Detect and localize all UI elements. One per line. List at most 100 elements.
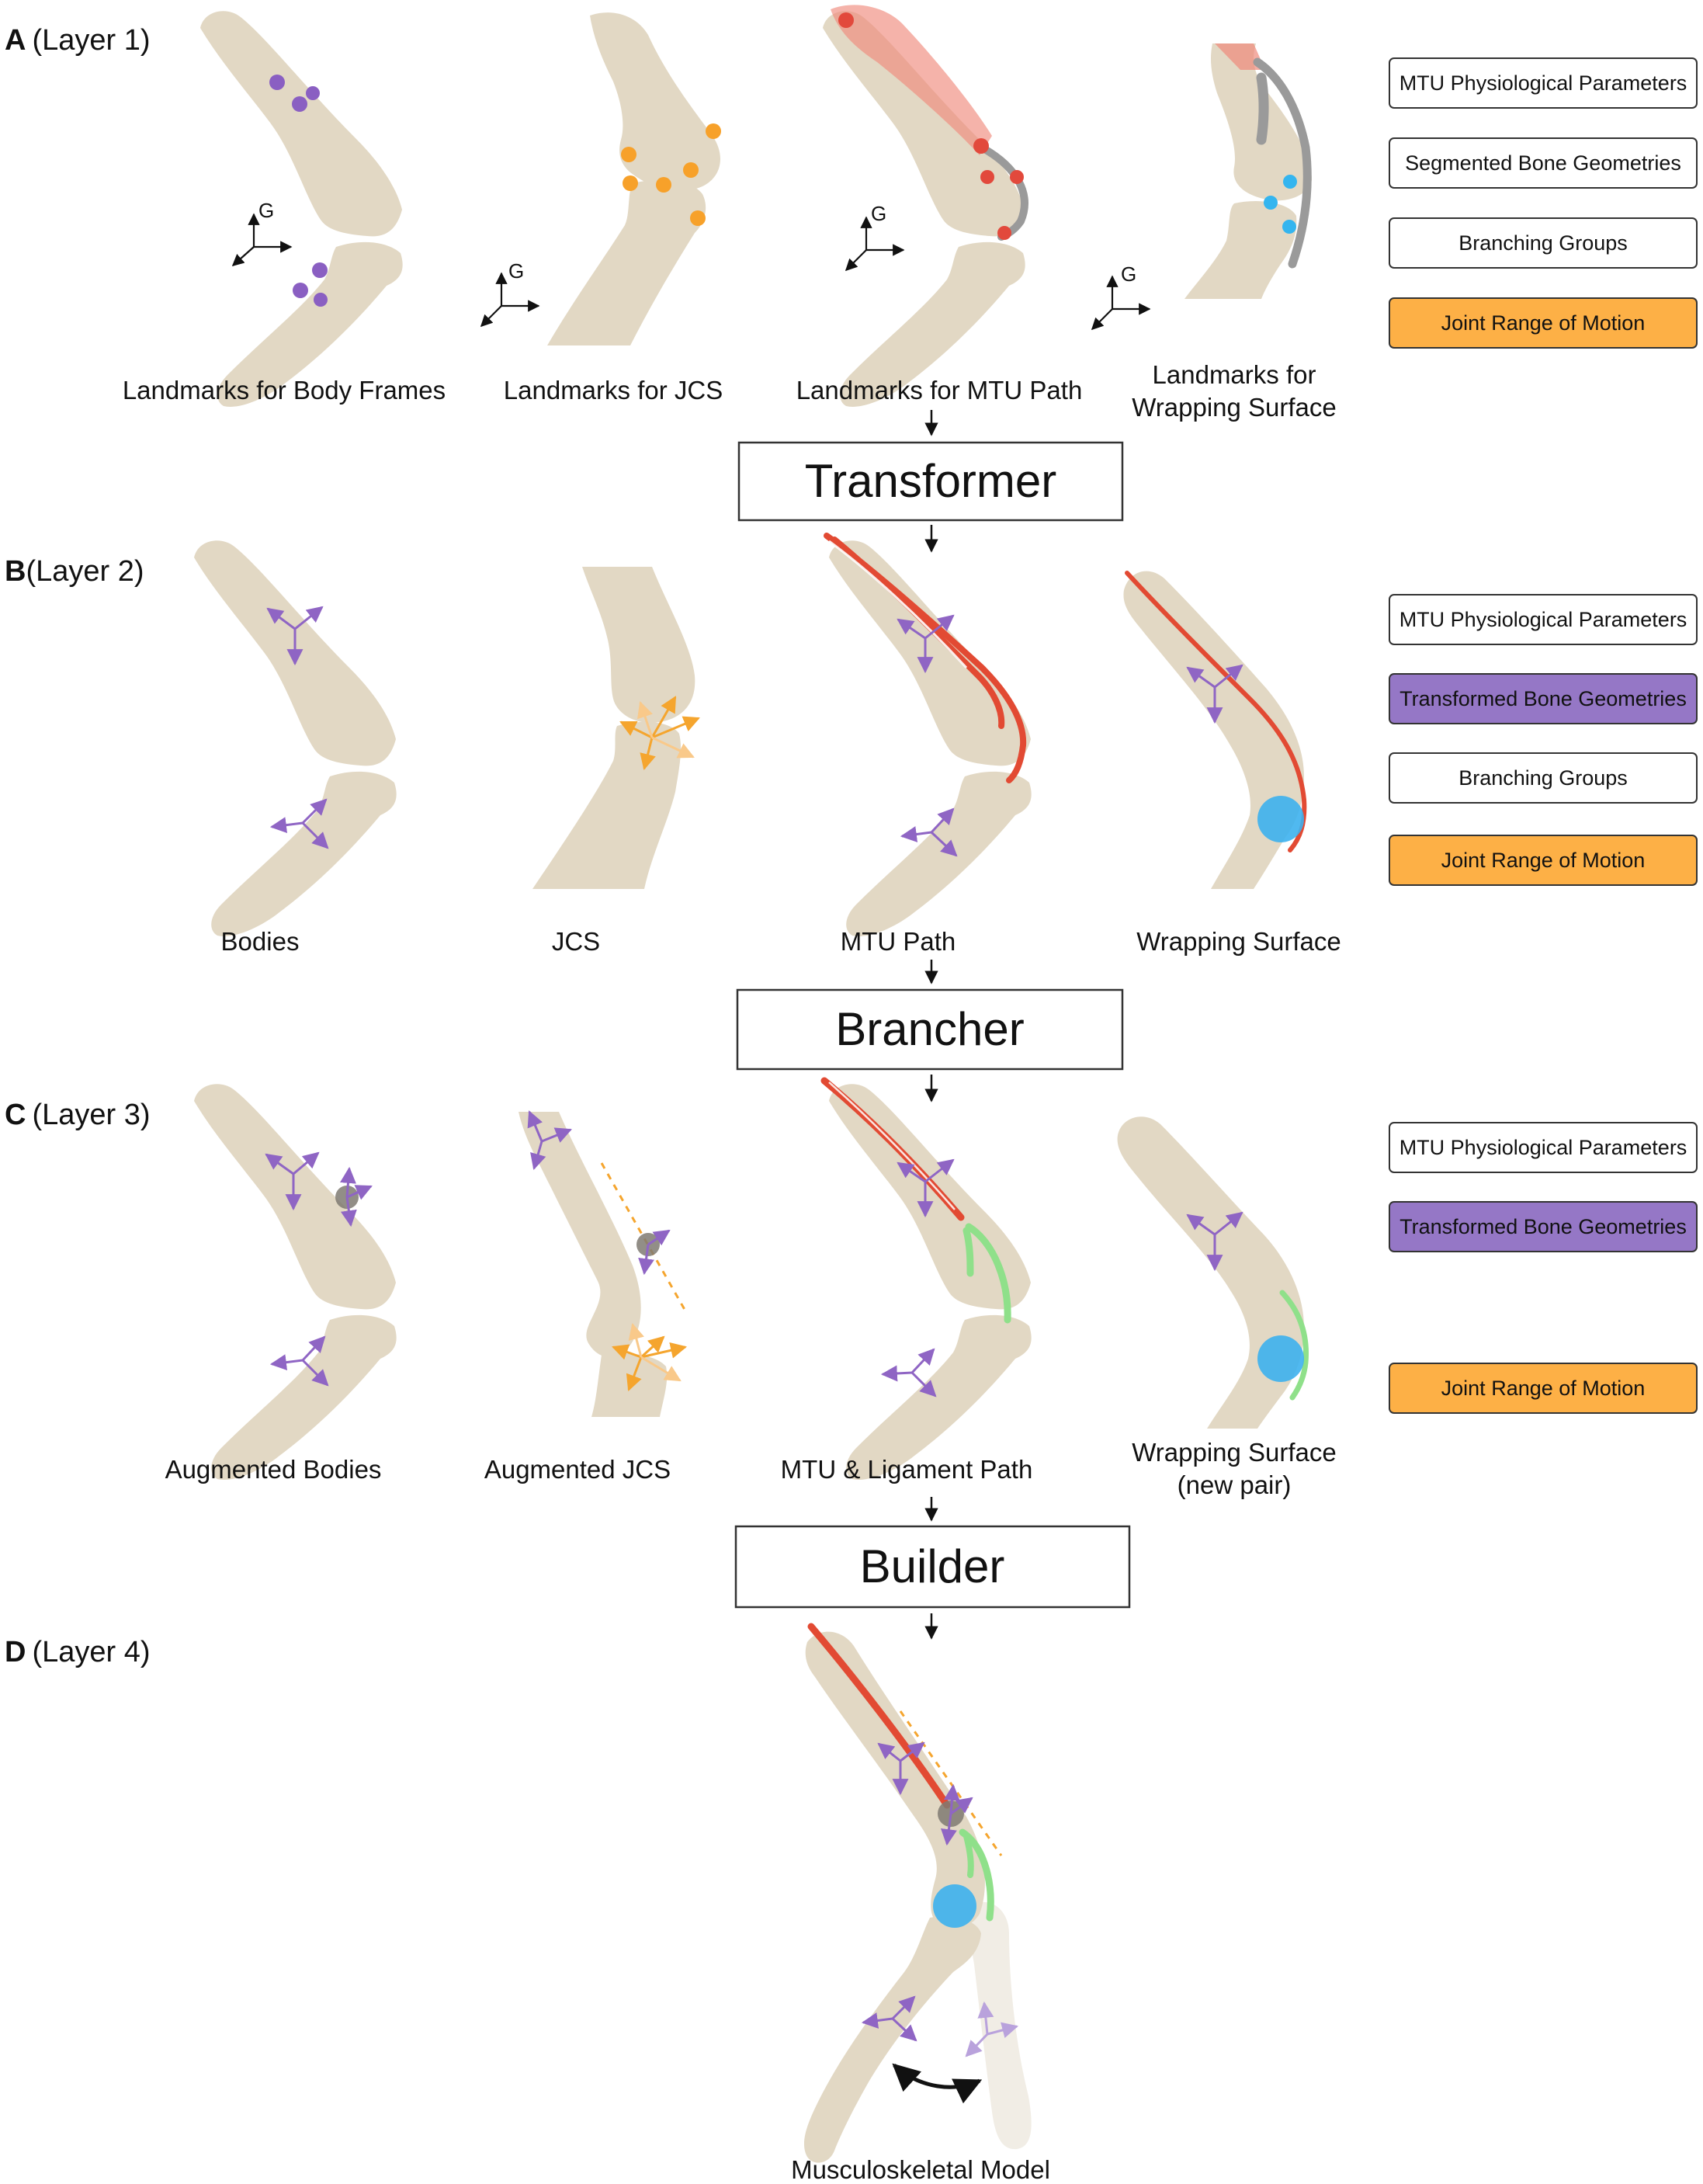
a3-illustration: G bbox=[823, 5, 1028, 407]
landmark-dot bbox=[706, 123, 721, 139]
landmark-dot bbox=[292, 96, 307, 112]
layer-label-a: A(Layer 1) bbox=[5, 24, 151, 57]
c2-illustration bbox=[519, 1110, 688, 1417]
input-box bbox=[1389, 217, 1698, 269]
stage-label: Transformer bbox=[805, 455, 1057, 507]
c3-illustration bbox=[820, 1077, 1032, 1480]
input-box-label: Joint Range of Motion bbox=[1441, 311, 1646, 335]
caption-c3: MTU & Ligament Path bbox=[781, 1455, 1033, 1484]
caption-b4: Wrapping Surface bbox=[1136, 927, 1341, 956]
wrap-path bbox=[1253, 57, 1312, 269]
input-box-label: Joint Range of Motion bbox=[1441, 849, 1646, 872]
landmark-dot bbox=[1282, 220, 1296, 234]
mtu-highlight bbox=[828, 1082, 956, 1210]
input-box bbox=[1389, 137, 1698, 189]
input-box bbox=[1389, 835, 1698, 886]
joint-axis-dashed bbox=[899, 1710, 1003, 1856]
body-frame-icon bbox=[900, 807, 958, 857]
landmark-dot bbox=[623, 175, 638, 191]
wrap-cylinder bbox=[933, 1884, 976, 1928]
stage-box bbox=[737, 441, 1124, 522]
caption-c2: Augmented JCS bbox=[484, 1455, 671, 1484]
landmark-dot bbox=[838, 12, 854, 28]
b3-illustration bbox=[824, 533, 1032, 936]
stage-box bbox=[736, 988, 1124, 1071]
body-frame-icon bbox=[265, 1151, 320, 1211]
layer-name: (Layer 2) bbox=[26, 555, 144, 588]
input-box-label: Transformed Bone Geometries bbox=[1400, 687, 1687, 710]
joint-axis-dashed bbox=[600, 1162, 688, 1314]
range-of-motion-arrow bbox=[892, 2063, 983, 2104]
body-frame-icon bbox=[527, 1110, 572, 1171]
input-box bbox=[1389, 1363, 1698, 1414]
landmark-dot bbox=[621, 147, 636, 162]
wrap-cylinder bbox=[1257, 796, 1304, 842]
a2-illustration: G bbox=[480, 12, 721, 345]
input-box bbox=[1389, 1201, 1698, 1252]
landmark-dot bbox=[973, 138, 989, 154]
axis-label: G bbox=[508, 259, 524, 283]
landmark-dot bbox=[293, 283, 308, 298]
caption-a3: Landmarks for MTU Path bbox=[796, 376, 1083, 405]
caption-b1: Bodies bbox=[221, 927, 300, 956]
caption-b2: JCS bbox=[552, 927, 600, 956]
ligament-path bbox=[1279, 1290, 1309, 1401]
global-axes-icon: G bbox=[845, 202, 905, 272]
layer-letter: B bbox=[5, 555, 26, 588]
a4-illustration: G bbox=[1091, 43, 1312, 331]
body-frame-icon bbox=[965, 2001, 1019, 2057]
body-frame-icon bbox=[1186, 1211, 1243, 1272]
body-frame-icon bbox=[877, 1741, 925, 1796]
landmark-dot bbox=[656, 177, 671, 193]
ligament-path bbox=[962, 1227, 974, 1277]
side-boxes-a: MTU Physiological Parameters Segmented B… bbox=[1389, 57, 1698, 349]
body-frame-icon bbox=[638, 1229, 671, 1276]
layer-name: (Layer 3) bbox=[32, 1099, 150, 1131]
layer-name: (Layer 1) bbox=[32, 24, 150, 57]
caption-a1: Landmarks for Body Frames bbox=[123, 376, 446, 405]
body-frame-icon bbox=[269, 798, 329, 849]
c4-illustration bbox=[1117, 1116, 1309, 1429]
input-box bbox=[1389, 57, 1698, 109]
input-box-label: Branching Groups bbox=[1458, 231, 1628, 255]
axis-label: G bbox=[1121, 262, 1136, 286]
input-box bbox=[1389, 1122, 1698, 1173]
body-frame-icon bbox=[340, 1166, 373, 1227]
joint-frame-icon bbox=[619, 696, 700, 771]
axis-label: G bbox=[871, 202, 886, 225]
ligament-path bbox=[965, 1223, 1011, 1324]
svg-text:A(Layer 1): A(Layer 1) bbox=[5, 24, 151, 57]
caption-c1: Augmented Bodies bbox=[165, 1455, 382, 1484]
input-box-label: Joint Range of Motion bbox=[1441, 1377, 1646, 1400]
muscle-belly bbox=[1215, 43, 1265, 70]
b2-illustration bbox=[532, 567, 700, 889]
body-frame-icon bbox=[269, 1335, 329, 1387]
caption-c4-line1: Wrapping Surface bbox=[1132, 1438, 1337, 1467]
landmark-dot bbox=[312, 262, 328, 278]
caption-c4-line2: (new pair) bbox=[1178, 1470, 1292, 1499]
landmark-dot bbox=[1264, 196, 1278, 210]
input-box-label: MTU Physiological Parameters bbox=[1400, 71, 1687, 95]
c1-illustration bbox=[194, 1084, 397, 1480]
landmark-dot bbox=[1010, 170, 1024, 184]
landmark-dot bbox=[683, 162, 699, 178]
stage-label: Brancher bbox=[835, 1003, 1024, 1055]
landmark-dot bbox=[1283, 175, 1297, 189]
stage-brancher: Brancher bbox=[736, 988, 1124, 1071]
global-axes-icon: G bbox=[231, 199, 293, 267]
input-box-label: Transformed Bone Geometries bbox=[1400, 1215, 1687, 1238]
landmark-dot bbox=[269, 75, 285, 90]
layer-letter: C bbox=[5, 1099, 26, 1131]
joint-frame-icon bbox=[612, 1322, 688, 1391]
caption-a4-line1: Landmarks for bbox=[1153, 360, 1316, 389]
stage-transformer: Transformer bbox=[737, 441, 1124, 522]
wrap-path bbox=[1256, 72, 1269, 145]
layer-label-b: B(Layer 2) bbox=[5, 555, 144, 588]
stage-box bbox=[734, 1525, 1131, 1609]
layer-label-d: D(Layer 4) bbox=[5, 1636, 151, 1668]
global-axes-icon: G bbox=[480, 259, 540, 328]
input-box bbox=[1389, 673, 1698, 724]
body-frame-icon bbox=[897, 614, 955, 674]
stage-label: Builder bbox=[860, 1540, 1005, 1592]
